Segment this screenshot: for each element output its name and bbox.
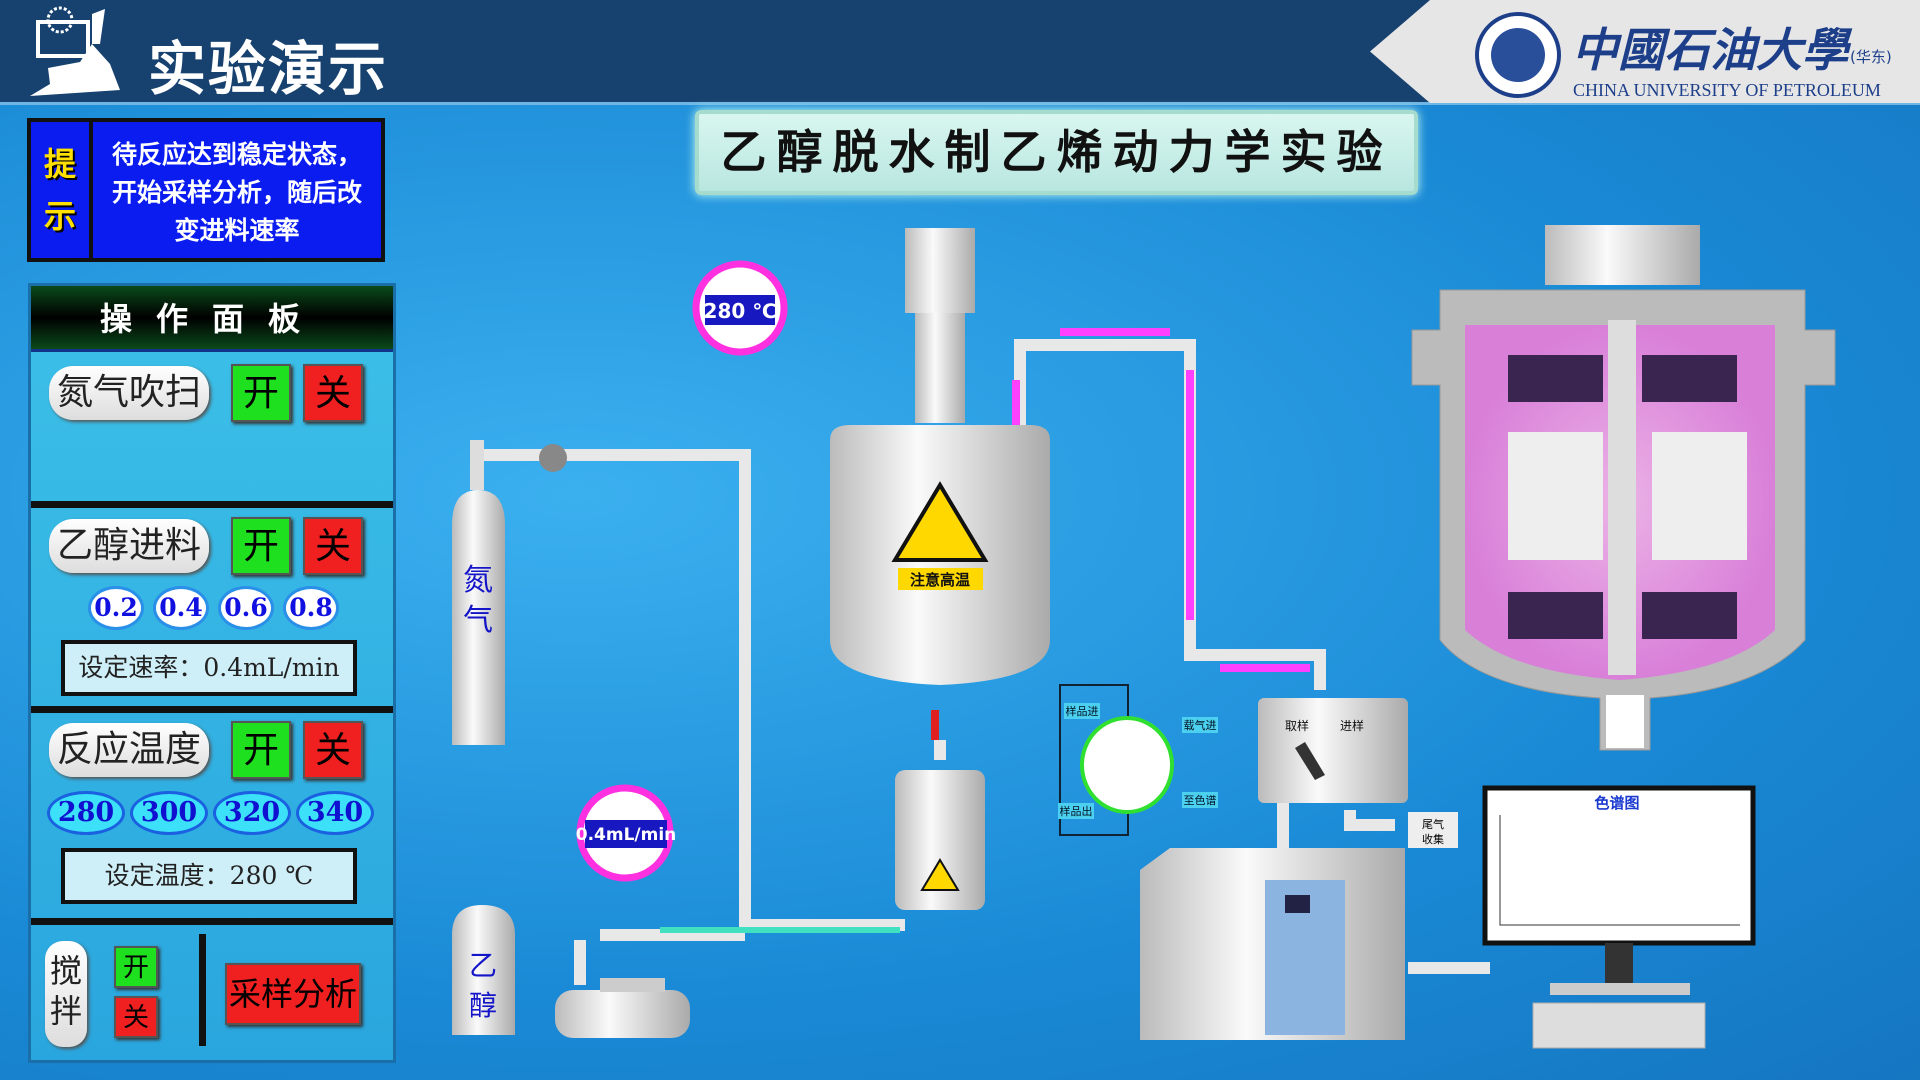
- brand-name-en: CHINA UNIVERSITY OF PETROLEUM: [1573, 80, 1881, 100]
- ethanol-tank: 乙 醇: [452, 905, 515, 1035]
- gas-chromatograph: [1140, 848, 1405, 1040]
- stir-label-2: 拌: [49, 992, 82, 1030]
- sampler-knob-icon: [1295, 742, 1325, 780]
- valve-label: 样品出: [1060, 804, 1093, 818]
- exhaust-label: 收集: [1422, 832, 1444, 846]
- ethanol-feed-label: 乙醇进料: [49, 519, 209, 573]
- stir-label-1: 搅: [49, 952, 82, 990]
- brand-area: [1370, 0, 1920, 103]
- reaction-temp-label: 反应温度: [49, 723, 209, 777]
- sampler-take-label: 取样: [1285, 718, 1309, 733]
- divider: [31, 706, 393, 713]
- six-port-valve: 样品进 载气进 至色谱 样品出: [1058, 684, 1218, 836]
- temp-280-button[interactable]: 280: [47, 791, 125, 835]
- nitrogen-cylinder: 氮 气: [452, 440, 567, 745]
- hint-line: 变进料速率: [174, 216, 300, 245]
- stir-on-button[interactable]: 开: [114, 946, 158, 988]
- panel-title: 操作面板: [31, 286, 393, 352]
- pump: [555, 978, 690, 1038]
- hint-box: 提 示 待反应达到稳定状态， 开始采样分析，随后改 变进料速率: [27, 118, 385, 262]
- operation-panel: 操作面板 氮气吹扫 开 关 乙醇进料 开 关 0.2 0.4 0.6 0.8 设…: [28, 283, 396, 1063]
- rate-0.4-button[interactable]: 0.4: [153, 586, 209, 630]
- computer: 色谱图: [1482, 785, 1756, 1049]
- experiment-title: 乙醇脱水制乙烯动力学实验: [695, 110, 1418, 195]
- ethanol-on-button[interactable]: 开: [231, 517, 291, 575]
- warning-label: 注意高温: [910, 571, 970, 589]
- set-temp-display: 设定温度：280 ℃: [61, 848, 357, 904]
- rate-0.2-button[interactable]: 0.2: [88, 586, 144, 630]
- stir-label: 搅 拌: [45, 941, 87, 1047]
- hint-line: 待反应达到稳定状态，: [111, 140, 362, 169]
- valve-label: 至色谱: [1184, 793, 1217, 807]
- divider: [31, 918, 393, 925]
- brand-name-cn: 中國石油大學: [1572, 23, 1848, 77]
- cylinder-label: 氮: [463, 563, 493, 598]
- valve-label: 载气进: [1184, 718, 1217, 732]
- university-seal-icon: [1475, 12, 1561, 98]
- hint-tag: 提 示: [31, 122, 93, 258]
- temp-on-button[interactable]: 开: [231, 721, 291, 779]
- tank-label: 醇: [469, 989, 497, 1022]
- brand-campus: (华东): [1850, 48, 1892, 66]
- set-rate-display: 设定速率：0.4mL/min: [61, 640, 357, 696]
- flow-arrows: [660, 328, 1310, 933]
- cylinder-label: 气: [463, 603, 493, 638]
- sampler-box: 取样 进样 尾气 收集: [1258, 698, 1458, 848]
- temp-340-button[interactable]: 340: [296, 791, 374, 835]
- rate-0.6-button[interactable]: 0.6: [218, 586, 274, 630]
- hint-tag-1: 提: [43, 145, 76, 183]
- ethanol-off-button[interactable]: 关: [303, 517, 363, 575]
- header-title: 实验演示: [148, 35, 389, 103]
- stir-off-button[interactable]: 关: [114, 996, 158, 1038]
- hint-tag-2: 示: [43, 197, 76, 235]
- rate-0.8-button[interactable]: 0.8: [283, 586, 339, 630]
- flow-gauge: 0.4mL/min: [576, 784, 677, 882]
- reactor-cutaway: [1411, 225, 1836, 751]
- valve-label: 样品进: [1066, 704, 1099, 718]
- university-logo-icon: [30, 6, 120, 96]
- temperature-gauge: 280 ℃: [692, 260, 788, 356]
- temp-320-button[interactable]: 320: [213, 791, 291, 835]
- nitrogen-off-button[interactable]: 关: [303, 364, 363, 422]
- reactor: 注意高温: [830, 228, 1050, 910]
- tank-label: 乙: [469, 949, 497, 982]
- temp-300-button[interactable]: 300: [130, 791, 208, 835]
- flow-gauge-reading: 0.4mL/min: [576, 825, 677, 845]
- sample-analysis-button[interactable]: 采样分析: [225, 963, 361, 1025]
- divider: [31, 501, 393, 508]
- nitrogen-on-button[interactable]: 开: [231, 364, 291, 422]
- exhaust-label: 尾气: [1422, 817, 1444, 831]
- header: 实验演示 中國石油大學 (华东) CHINA UNIVERSITY OF PET…: [0, 0, 1920, 105]
- sampler-inject-label: 进样: [1340, 718, 1364, 733]
- chromatogram-title: 色谱图: [1594, 794, 1639, 812]
- hint-line: 开始采样分析，随后改: [111, 178, 362, 207]
- nitrogen-purge-label: 氮气吹扫: [49, 366, 209, 420]
- temp-gauge-reading: 280 ℃: [704, 299, 777, 323]
- temp-off-button[interactable]: 关: [303, 721, 363, 779]
- divider: [199, 934, 206, 1046]
- hint-text: 待反应达到稳定状态， 开始采样分析，随后改 变进料速率: [93, 122, 381, 258]
